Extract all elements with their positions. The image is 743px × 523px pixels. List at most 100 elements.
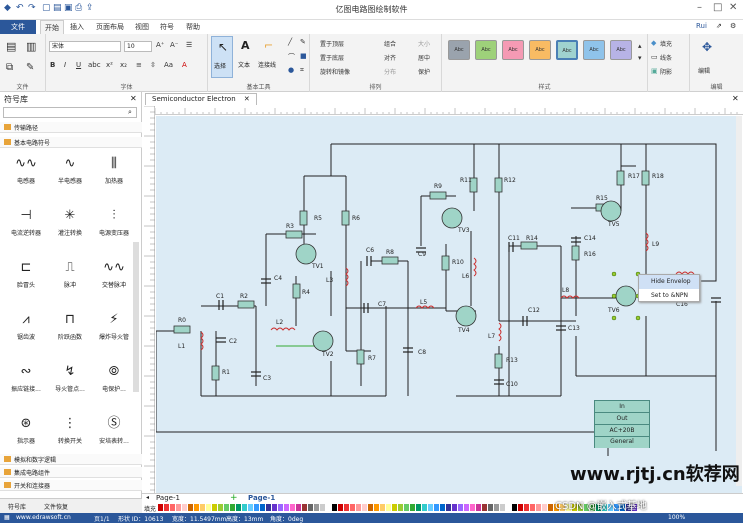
palette-swatch[interactable] xyxy=(200,504,205,511)
palette-swatch[interactable] xyxy=(344,504,349,511)
palette-swatch[interactable] xyxy=(386,504,391,511)
pen-icon[interactable]: ✎ xyxy=(300,38,306,46)
new-icon[interactable]: ▢ xyxy=(42,3,51,13)
rectangle-icon[interactable]: ■ xyxy=(300,52,307,60)
palette-swatch[interactable] xyxy=(362,504,367,511)
select-tool[interactable]: ↖ 选择 xyxy=(211,36,233,78)
category-switches[interactable]: 开关和连接器 xyxy=(0,480,142,491)
font-size-select[interactable]: 10 xyxy=(124,41,152,52)
bold-icon[interactable]: B xyxy=(50,61,56,69)
resistor-r11[interactable] xyxy=(469,177,478,193)
resistor-r13[interactable] xyxy=(494,353,503,369)
style-swatch-blue[interactable]: Abc xyxy=(583,40,605,60)
minimize-icon[interactable]: – xyxy=(697,2,702,13)
symbol-item[interactable]: ⊓阶跃函数 xyxy=(48,308,92,341)
symbol-item[interactable]: ✳灌注转换 xyxy=(48,204,92,237)
symbol-item[interactable]: ⫼加热器 xyxy=(92,152,136,185)
resistor-r7[interactable] xyxy=(356,349,365,365)
line-button[interactable]: 线条 xyxy=(660,55,673,62)
palette-swatch[interactable] xyxy=(584,504,589,511)
palette-swatch[interactable] xyxy=(512,504,517,511)
palette-swatch[interactable] xyxy=(614,504,619,511)
symbol-item[interactable]: ↯导火管点... xyxy=(48,360,92,393)
copy-icon[interactable]: ⧉ xyxy=(6,62,14,73)
line-spacing-icon[interactable]: ⇳ xyxy=(150,61,156,69)
palette-swatch[interactable] xyxy=(596,504,601,511)
palette-swatch[interactable] xyxy=(206,504,211,511)
size-button[interactable]: 大小 xyxy=(418,41,431,48)
palette-swatches[interactable] xyxy=(142,503,743,513)
tab-home[interactable]: 开始 xyxy=(40,20,64,34)
italic-icon[interactable]: I xyxy=(64,61,67,69)
palette-swatch[interactable] xyxy=(254,504,259,511)
document-tab[interactable]: Semiconductor Electron ✕ xyxy=(145,93,257,105)
palette-swatch[interactable] xyxy=(446,504,451,511)
inductor-l8[interactable] xyxy=(560,295,580,299)
palette-swatch[interactable] xyxy=(236,504,241,511)
palette-swatch[interactable] xyxy=(416,504,421,511)
legend-box[interactable]: In Out AC+20B General xyxy=(594,400,650,448)
palette-swatch[interactable] xyxy=(326,504,331,511)
shrink-font-icon[interactable]: A⁻ xyxy=(170,41,179,49)
palette-swatch[interactable] xyxy=(320,504,325,511)
resistor-r0[interactable] xyxy=(173,325,191,334)
palette-swatch[interactable] xyxy=(224,504,229,511)
palette-swatch[interactable] xyxy=(338,504,343,511)
edit-icon[interactable]: ✥ xyxy=(702,40,713,54)
symbol-item[interactable]: ⚡爆炸导火管 xyxy=(92,308,136,341)
palette-swatch[interactable] xyxy=(404,504,409,511)
bullets-icon[interactable]: ☰ xyxy=(186,41,193,49)
add-page-button[interactable]: + xyxy=(230,493,238,503)
resistor-r17[interactable] xyxy=(616,170,625,186)
palette-swatch[interactable] xyxy=(242,504,247,511)
transistor-tv1[interactable] xyxy=(295,243,317,265)
resistor-r5[interactable] xyxy=(299,210,308,226)
palette-swatch[interactable] xyxy=(578,504,583,511)
palette-swatch[interactable] xyxy=(290,504,295,511)
redo-icon[interactable]: ↷ xyxy=(28,3,36,13)
palette-swatch[interactable] xyxy=(482,504,487,511)
palette-swatch[interactable] xyxy=(308,504,313,511)
palette-swatch[interactable] xyxy=(536,504,541,511)
library-close-icon[interactable]: ✕ xyxy=(130,94,137,103)
new-doc-icon[interactable]: ▤ xyxy=(6,40,17,53)
selection-handle[interactable] xyxy=(635,315,641,321)
palette-swatch[interactable] xyxy=(368,504,373,511)
palette-swatch[interactable] xyxy=(620,504,625,511)
resistor-r16[interactable] xyxy=(571,245,580,261)
palette-swatch[interactable] xyxy=(428,504,433,511)
transistor-tv3[interactable] xyxy=(441,207,463,229)
edit-button[interactable]: 编辑 xyxy=(698,68,711,75)
palette-swatch[interactable] xyxy=(278,504,283,511)
category-basic-circuit[interactable]: 基本电路符号 xyxy=(0,137,142,148)
undo-icon[interactable]: ↶ xyxy=(16,3,24,13)
page-tab[interactable]: Page-1 xyxy=(156,494,180,502)
symbol-item[interactable]: ⎍脉冲 xyxy=(48,256,92,289)
underline-icon[interactable]: U xyxy=(76,61,82,69)
share-icon[interactable]: ⇗ xyxy=(716,22,722,30)
bring-front-button[interactable]: 置于顶层 xyxy=(320,41,345,48)
palette-swatch[interactable] xyxy=(602,504,607,511)
palette-swatch[interactable] xyxy=(398,504,403,511)
selection-handle[interactable] xyxy=(611,271,617,277)
fill-button[interactable]: 填充 xyxy=(660,41,673,48)
symbol-item[interactable]: ⊏脸冒头 xyxy=(4,256,48,289)
palette-swatch[interactable] xyxy=(302,504,307,511)
symbol-item[interactable]: ⋮转换开关 xyxy=(48,412,92,445)
canvas-close-icon[interactable]: ✕ xyxy=(732,94,739,103)
palette-swatch[interactable] xyxy=(374,504,379,511)
palette-swatch[interactable] xyxy=(548,504,553,511)
text-case-icon[interactable]: Aa xyxy=(164,61,174,69)
rotate-mirror-button[interactable]: 旋转和镜像 xyxy=(320,69,351,76)
palette-swatch[interactable] xyxy=(458,504,463,511)
palette-swatch[interactable] xyxy=(470,504,475,511)
style-swatch-teal[interactable]: Abc xyxy=(556,40,578,60)
palette-swatch[interactable] xyxy=(272,504,277,511)
grow-font-icon[interactable]: A⁺ xyxy=(156,41,165,49)
palette-swatch[interactable] xyxy=(380,504,385,511)
tab-view[interactable]: 视图 xyxy=(135,23,149,31)
close-icon[interactable]: ✕ xyxy=(729,2,738,13)
palette-swatch[interactable] xyxy=(356,504,361,511)
palette-swatch[interactable] xyxy=(632,504,637,511)
